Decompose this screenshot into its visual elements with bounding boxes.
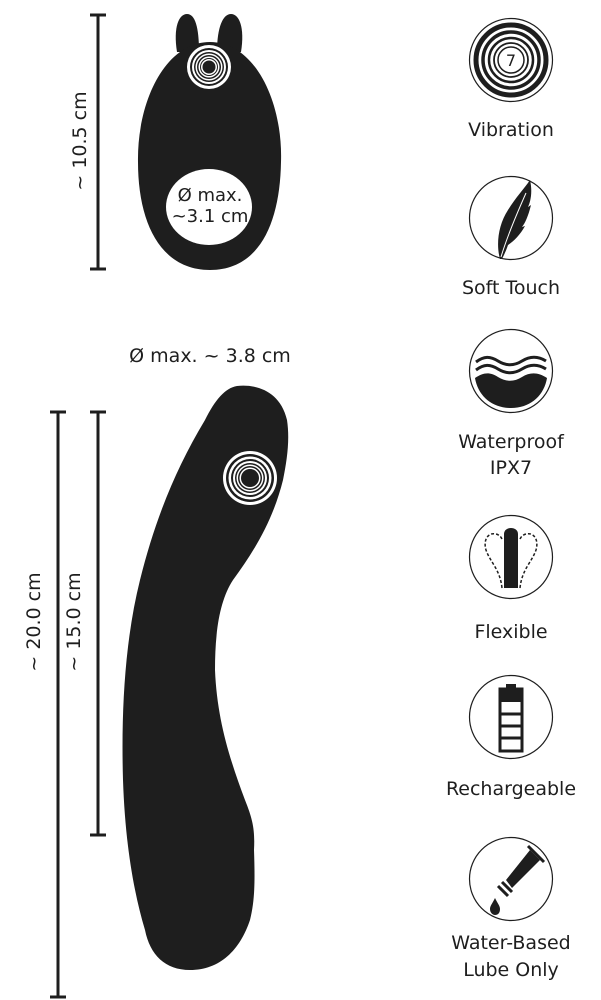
height-dimension-line bbox=[90, 13, 106, 271]
features-column: 7 Vibration Soft Touch Waterproof IPX7 bbox=[426, 0, 601, 1000]
feature-label-soft-touch: Soft Touch bbox=[461, 277, 561, 299]
insertable-length-label: ~ 15.0 cm bbox=[63, 572, 85, 672]
flexible-icon bbox=[468, 514, 554, 600]
water-waves-icon bbox=[468, 328, 554, 414]
vibrator-silhouette bbox=[122, 385, 289, 971]
battery-icon bbox=[468, 674, 554, 760]
height-label: ~ 10.5 cm bbox=[69, 91, 91, 191]
feature-flexible: Flexible bbox=[426, 500, 596, 660]
feature-label-lube-only: Lube Only bbox=[463, 959, 559, 981]
feature-label-water-based: Water-Based bbox=[451, 932, 571, 954]
total-length-label: ~ 20.0 cm bbox=[23, 572, 45, 672]
feature-label-rechargeable: Rechargeable bbox=[445, 778, 577, 800]
feature-rechargeable: Rechargeable bbox=[426, 660, 596, 820]
vibration-icon: 7 bbox=[468, 17, 554, 103]
lube-tube-icon bbox=[468, 836, 554, 922]
feature-label-flexible: Flexible bbox=[474, 621, 548, 643]
ring-diameter-label-line2: ~3.1 cm bbox=[171, 206, 249, 227]
total-length-line bbox=[50, 410, 66, 999]
top-product-section: ~ 10.5 cm Ø max. ~3.1 cm bbox=[0, 0, 300, 300]
feature-label-waterproof: Waterproof bbox=[458, 431, 564, 453]
max-diameter-label: Ø max. ~ 3.8 cm bbox=[129, 345, 291, 367]
insertable-length-line bbox=[90, 410, 106, 837]
feature-soft-touch: Soft Touch bbox=[426, 160, 596, 320]
bottom-product-section: Ø max. ~ 3.8 cm ~ 20.0 cm ~ 15.0 cm bbox=[0, 330, 420, 1000]
svg-text:7: 7 bbox=[506, 51, 516, 70]
feather-icon bbox=[468, 175, 554, 261]
ring-diameter-label-line1: Ø max. bbox=[177, 185, 243, 206]
feature-vibration: 7 Vibration bbox=[426, 0, 596, 160]
feature-water-based-lube: Water-Based Lube Only bbox=[426, 820, 596, 1000]
feature-label-waterproof-rating: IPX7 bbox=[489, 457, 533, 479]
ring-product-silhouette bbox=[137, 14, 282, 270]
feature-label-vibration: Vibration bbox=[468, 119, 554, 141]
feature-waterproof: Waterproof IPX7 bbox=[426, 320, 596, 500]
